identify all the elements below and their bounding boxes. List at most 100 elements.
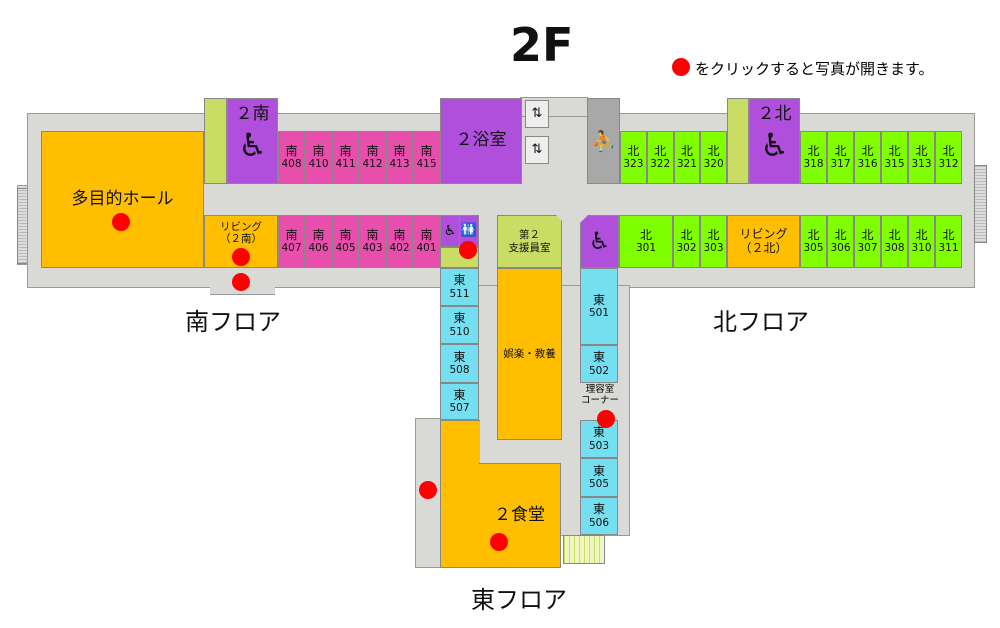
room-label: 南 xyxy=(366,143,379,158)
room-number: 323 xyxy=(623,158,644,171)
room-number: 302 xyxy=(676,242,697,255)
room-label: 南 xyxy=(339,227,352,242)
room-label: 北 xyxy=(807,227,820,242)
room-number: 310 xyxy=(911,242,932,255)
room-label: 東 xyxy=(453,349,466,364)
room-number: 311 xyxy=(938,242,959,255)
photo-marker-south-living[interactable] xyxy=(232,248,250,266)
room-label: 南 xyxy=(312,143,325,158)
wheelchair-icon: ♿ xyxy=(760,125,789,164)
room-number: 315 xyxy=(884,158,905,171)
room-label: 北 xyxy=(680,143,693,158)
room-label: 北 xyxy=(942,143,955,158)
room-label: 北 xyxy=(915,143,928,158)
room-label: ２浴室 xyxy=(455,130,507,151)
room-label: 南 xyxy=(393,143,406,158)
east-floor-label: 東フロア xyxy=(471,586,567,614)
room-number: 支援員室 xyxy=(508,241,551,254)
room-dining: ２食堂 xyxy=(479,463,561,568)
room-label: 北 xyxy=(654,143,667,158)
stairway: ⛹ xyxy=(587,98,620,184)
elevator-1: ⇅ xyxy=(525,100,549,128)
room-number: 娯楽・教養 xyxy=(503,347,556,360)
room-label: 多目的ホール xyxy=(71,189,174,209)
photo-marker-barber[interactable] xyxy=(597,410,615,428)
room-number: 306 xyxy=(830,242,851,255)
room-number: 307 xyxy=(857,242,878,255)
elevator-icon: ⇅ xyxy=(531,105,543,121)
room-number: 407 xyxy=(281,242,302,255)
restroom-icon: 🚻 xyxy=(460,222,478,238)
room-number: 501 xyxy=(588,307,610,320)
photo-marker-hall[interactable] xyxy=(112,213,130,231)
elevator-2: ⇅ xyxy=(525,136,549,164)
photo-marker-restroom[interactable] xyxy=(459,241,477,259)
wheelchair-icon: ♿ xyxy=(443,222,457,239)
restroom: 🚻 xyxy=(459,215,479,247)
north-floor-label: 北フロア xyxy=(713,308,809,336)
wheelchair-icon: ♿ xyxy=(238,125,267,164)
room-label: 北 xyxy=(834,143,847,158)
north-station-accessible: ２北 ♿ xyxy=(749,98,800,184)
room-number: リビング xyxy=(220,221,262,233)
wheelchair-icon: ♿ xyxy=(588,226,611,255)
room-number: 413 xyxy=(389,158,410,171)
room-number: 506 xyxy=(588,516,610,529)
north-green-room xyxy=(727,98,749,184)
elevator-icon: ⇅ xyxy=(531,141,543,157)
room-label: 北 xyxy=(707,227,720,242)
photo-marker-dining[interactable] xyxy=(490,533,508,551)
south-green-room xyxy=(204,98,227,184)
north-accessible-room: ♿ xyxy=(580,215,619,268)
room-number: 402 xyxy=(389,242,410,255)
floor-title: 2F xyxy=(510,18,574,72)
room-multipurpose-hall: 多目的ホール xyxy=(41,131,204,268)
room-number: 317 xyxy=(830,158,851,171)
south-floor-label: 南フロア xyxy=(185,308,281,336)
room-label: 北 xyxy=(915,227,928,242)
room-label: 北 xyxy=(888,227,901,242)
room-label: 北 xyxy=(707,143,720,158)
room-label: リビング xyxy=(739,226,788,241)
room-number: 503 xyxy=(588,439,610,452)
room-number: 411 xyxy=(335,158,356,171)
room-label: 東 xyxy=(592,425,605,440)
room-number: 505 xyxy=(588,478,610,491)
south-station-accessible: ２南 ♿ xyxy=(227,98,278,184)
barber-corner-label: 理容室 コーナー xyxy=(578,384,622,406)
room-number: 318 xyxy=(803,158,824,171)
room-label: 南 xyxy=(420,227,433,242)
room-number: 510 xyxy=(449,325,470,338)
room-number: 406 xyxy=(308,242,329,255)
room-number: 303 xyxy=(703,242,724,255)
room-label: 南 xyxy=(420,143,433,158)
photo-marker-south-entrance[interactable] xyxy=(232,273,250,291)
room-label: ２北 xyxy=(757,104,792,124)
room-number: 410 xyxy=(308,158,329,171)
room-label: 北 xyxy=(807,143,820,158)
photo-marker-east-corridor[interactable] xyxy=(419,481,437,499)
room-label: 南 xyxy=(285,227,298,242)
